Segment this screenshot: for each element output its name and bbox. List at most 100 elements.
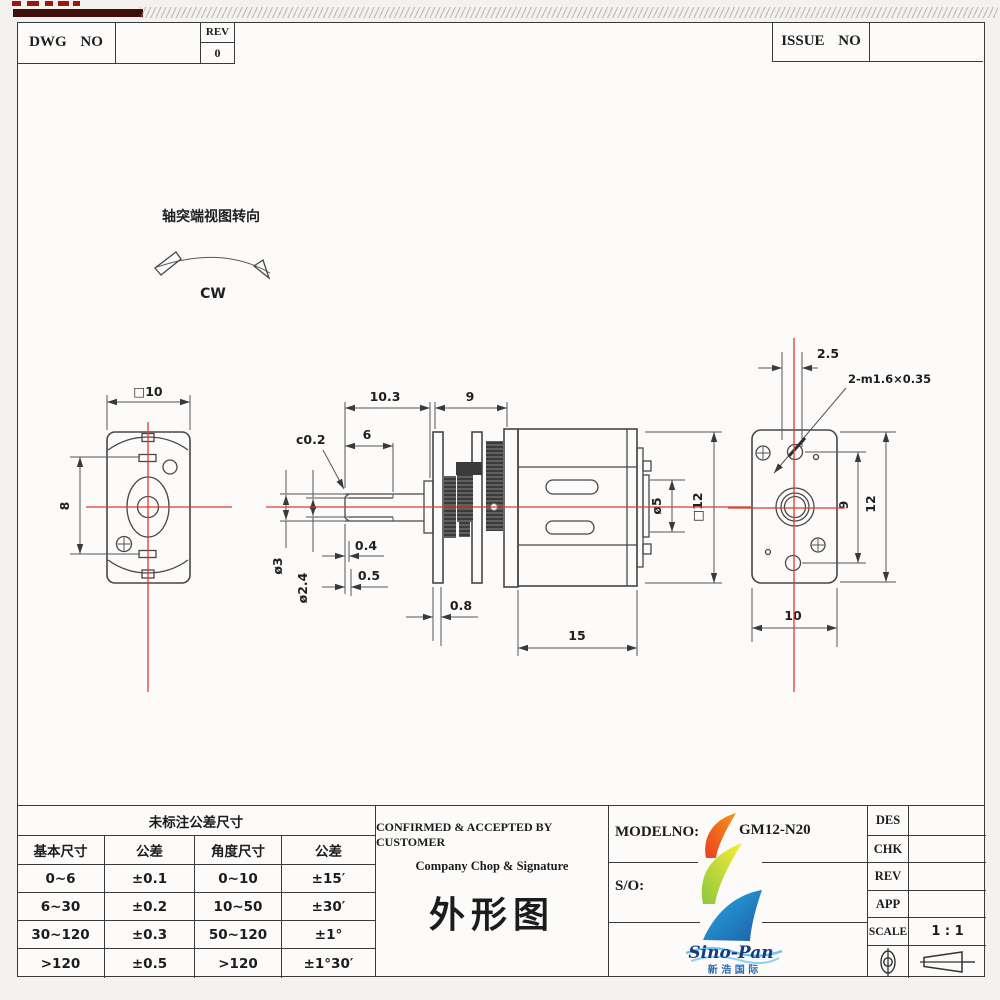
tolerance-cell: ±0.1 [105, 865, 195, 893]
motor-slot [545, 479, 599, 495]
dim-chamfer: c0.2 [296, 432, 345, 490]
tolerance-cell: ±30′ [282, 893, 375, 921]
shaft-view-note-text: 轴突端视图转向 [162, 208, 260, 225]
front-hole [162, 459, 178, 475]
issue-no-value-cell [869, 22, 983, 62]
dim-body-length: 15 [517, 590, 638, 656]
centerlines [86, 338, 845, 692]
dim-flat-dia: ø2.4 [295, 470, 317, 603]
rear-view: 2.5 2-m1.6×0.35 9 12 [751, 346, 931, 647]
tolerance-table-title: 未标注公差尺寸 [17, 806, 375, 836]
projection-symbol-cell [868, 946, 909, 978]
svg-text:8: 8 [57, 502, 72, 511]
scan-hatch-texture [140, 7, 998, 18]
issue-no-label: ISSUE NO [781, 33, 861, 49]
pin-hole [764, 548, 772, 556]
rev-label-cell: REV [201, 22, 235, 43]
tolerance-cell: >120 [17, 949, 105, 978]
sign-value-app [909, 891, 986, 918]
gearbox [423, 431, 503, 584]
dim-hole-offset: 2.5 [758, 346, 839, 447]
dim-hole-spacing: 9 [802, 451, 866, 564]
thread-hole [786, 443, 804, 461]
dim-front-width: □10 [106, 384, 191, 430]
dwg-no-cell: DWG NO [17, 22, 116, 64]
tolerance-cell: ±1° [282, 921, 375, 949]
drawing-title: 外形图 [428, 895, 555, 936]
dim-gearbox-length: 9 [434, 389, 508, 429]
svg-text:ø3: ø3 [270, 557, 285, 574]
dim-rear-height: 12 [840, 431, 896, 583]
tolerance-cell: 10~50 [195, 893, 282, 921]
rotation-arrow-tail [154, 251, 182, 276]
rear-screw [810, 537, 826, 553]
logo-wave [685, 947, 783, 957]
tolerance-cell: ±0.2 [105, 893, 195, 921]
customer-confirmation-box: CONFIRMED & ACCEPTED BY CUSTOMER Company… [375, 805, 608, 977]
tolerance-cell: 6~30 [17, 893, 105, 921]
projection-cone-icon [919, 951, 975, 973]
motor-terminal [642, 543, 652, 555]
sign-value-chk [909, 836, 986, 863]
svg-text:9: 9 [836, 501, 851, 510]
sign-value-des [909, 806, 986, 836]
tolerance-cell: 50~120 [195, 921, 282, 949]
tolerance-cell: >120 [195, 949, 282, 978]
motor-body [503, 428, 652, 588]
modelno-value: GM12-N20 [739, 822, 811, 838]
sign-label-des: DES [868, 806, 909, 836]
cw-label: CW [200, 286, 226, 302]
clipped-header-text-fragment [45, 1, 53, 6]
scale-value: 1 : 1 [909, 918, 986, 946]
rear-screw [755, 445, 771, 461]
dim-front-height: 8 [57, 456, 140, 555]
dwg-no-label: DWG NO [29, 34, 103, 50]
gear [457, 466, 473, 522]
svg-text:10: 10 [784, 608, 802, 623]
logo-subtext: 新 浩 国 际 [708, 963, 758, 976]
side-view: 10.3 9 6 c0.2 ø [270, 389, 722, 656]
svg-text:15: 15 [568, 628, 585, 643]
tolerance-header: 公差 [282, 836, 375, 865]
svg-text:9: 9 [466, 389, 475, 404]
sign-label-chk: CHK [868, 836, 909, 863]
gear [459, 520, 470, 537]
tolerance-cell: ±15′ [282, 865, 375, 893]
dim-tip-detail-a: 0.4 [322, 524, 384, 594]
front-screw [115, 535, 133, 553]
sign-label-rev: REV [868, 863, 909, 891]
confirmed-line1: CONFIRMED & ACCEPTED BY CUSTOMER [376, 820, 552, 849]
svg-text:0.4: 0.4 [355, 538, 377, 553]
front-view: □10 8 [57, 384, 191, 584]
tolerance-cell: ±1°30′ [303, 955, 354, 972]
svg-text:6: 6 [363, 427, 372, 442]
clipped-header-text-fragment [12, 1, 21, 6]
svg-text:0.5: 0.5 [358, 568, 380, 583]
svg-text:2.5: 2.5 [817, 346, 839, 361]
svg-text:2-m1.6×0.35: 2-m1.6×0.35 [848, 372, 931, 386]
svg-text:ø5: ø5 [649, 497, 664, 514]
tolerance-header: 基本尺寸 [17, 836, 105, 865]
projection-cone-cell [909, 946, 986, 978]
tolerance-cell: 0~10 [195, 865, 282, 893]
motor-terminal [642, 460, 652, 472]
first-angle-projection-icon [880, 948, 896, 976]
motor-slot [545, 520, 595, 535]
gear-cap [456, 462, 482, 475]
so-label: S/O: [615, 878, 645, 894]
dim-plate-thickness: 0.8 [406, 587, 478, 646]
title-underline-bar [13, 9, 143, 17]
clipped-header-text-fragment [27, 1, 39, 6]
logo-name: Sino-Pan [688, 943, 773, 963]
rotation-arrow-head [252, 258, 271, 280]
logo-wave [690, 955, 780, 964]
logo-sail-blue [703, 890, 762, 941]
rev-value-cell: 0 [201, 43, 235, 64]
clipped-header-text-fragment [73, 1, 80, 6]
tolerance-cell: ±0.5 [105, 949, 195, 978]
clipped-header-text-fragment [58, 1, 69, 6]
pin-hole [812, 453, 820, 461]
svg-text:0.8: 0.8 [450, 598, 472, 613]
sino-pan-logo: Sino-Pan 新 浩 国 际 [685, 813, 783, 976]
